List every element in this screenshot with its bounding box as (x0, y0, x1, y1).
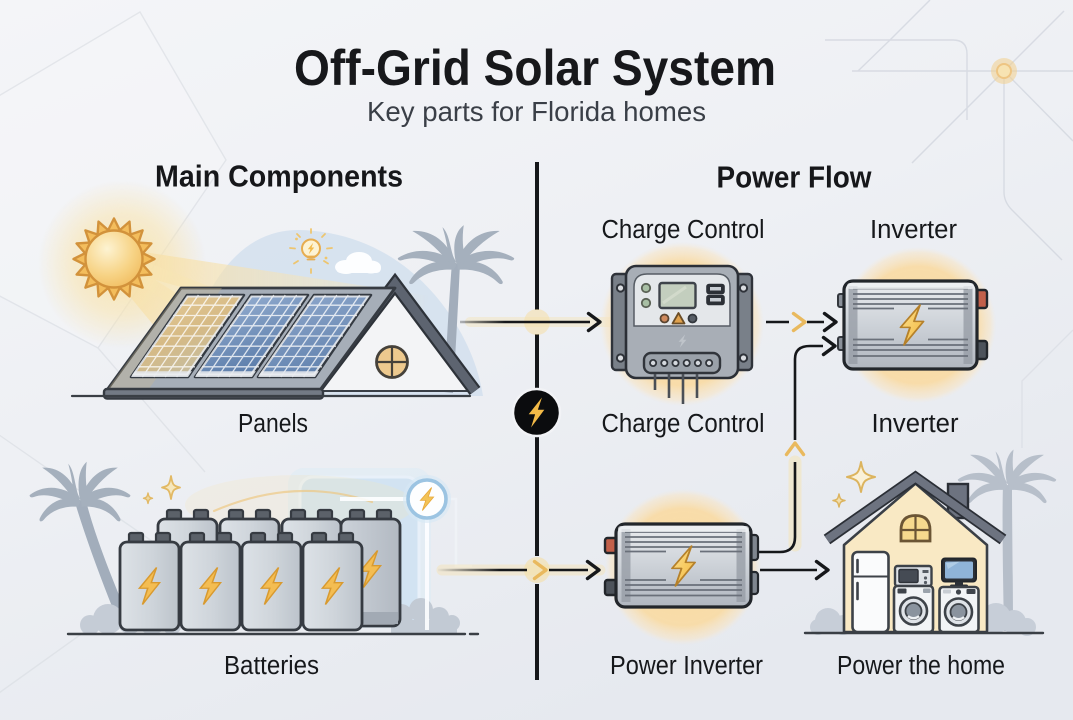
svg-text:Off-Grid Solar System: Off-Grid Solar System (294, 39, 776, 96)
svg-text:Panels: Panels (238, 410, 308, 438)
svg-text:Batteries: Batteries (224, 652, 319, 680)
svg-text:Power Inverter: Power Inverter (610, 652, 763, 680)
svg-text:Power the home: Power the home (837, 652, 1005, 680)
svg-text:Inverter: Inverter (872, 410, 960, 438)
svg-text:Charge Control: Charge Control (602, 410, 765, 438)
svg-text:Charge Control: Charge Control (602, 216, 765, 244)
svg-text:Inverter: Inverter (870, 216, 958, 244)
svg-text:Main Components: Main Components (155, 160, 403, 194)
svg-text:Key parts for Florida homes: Key parts for Florida homes (367, 96, 706, 127)
svg-text:Power Flow: Power Flow (717, 161, 872, 195)
